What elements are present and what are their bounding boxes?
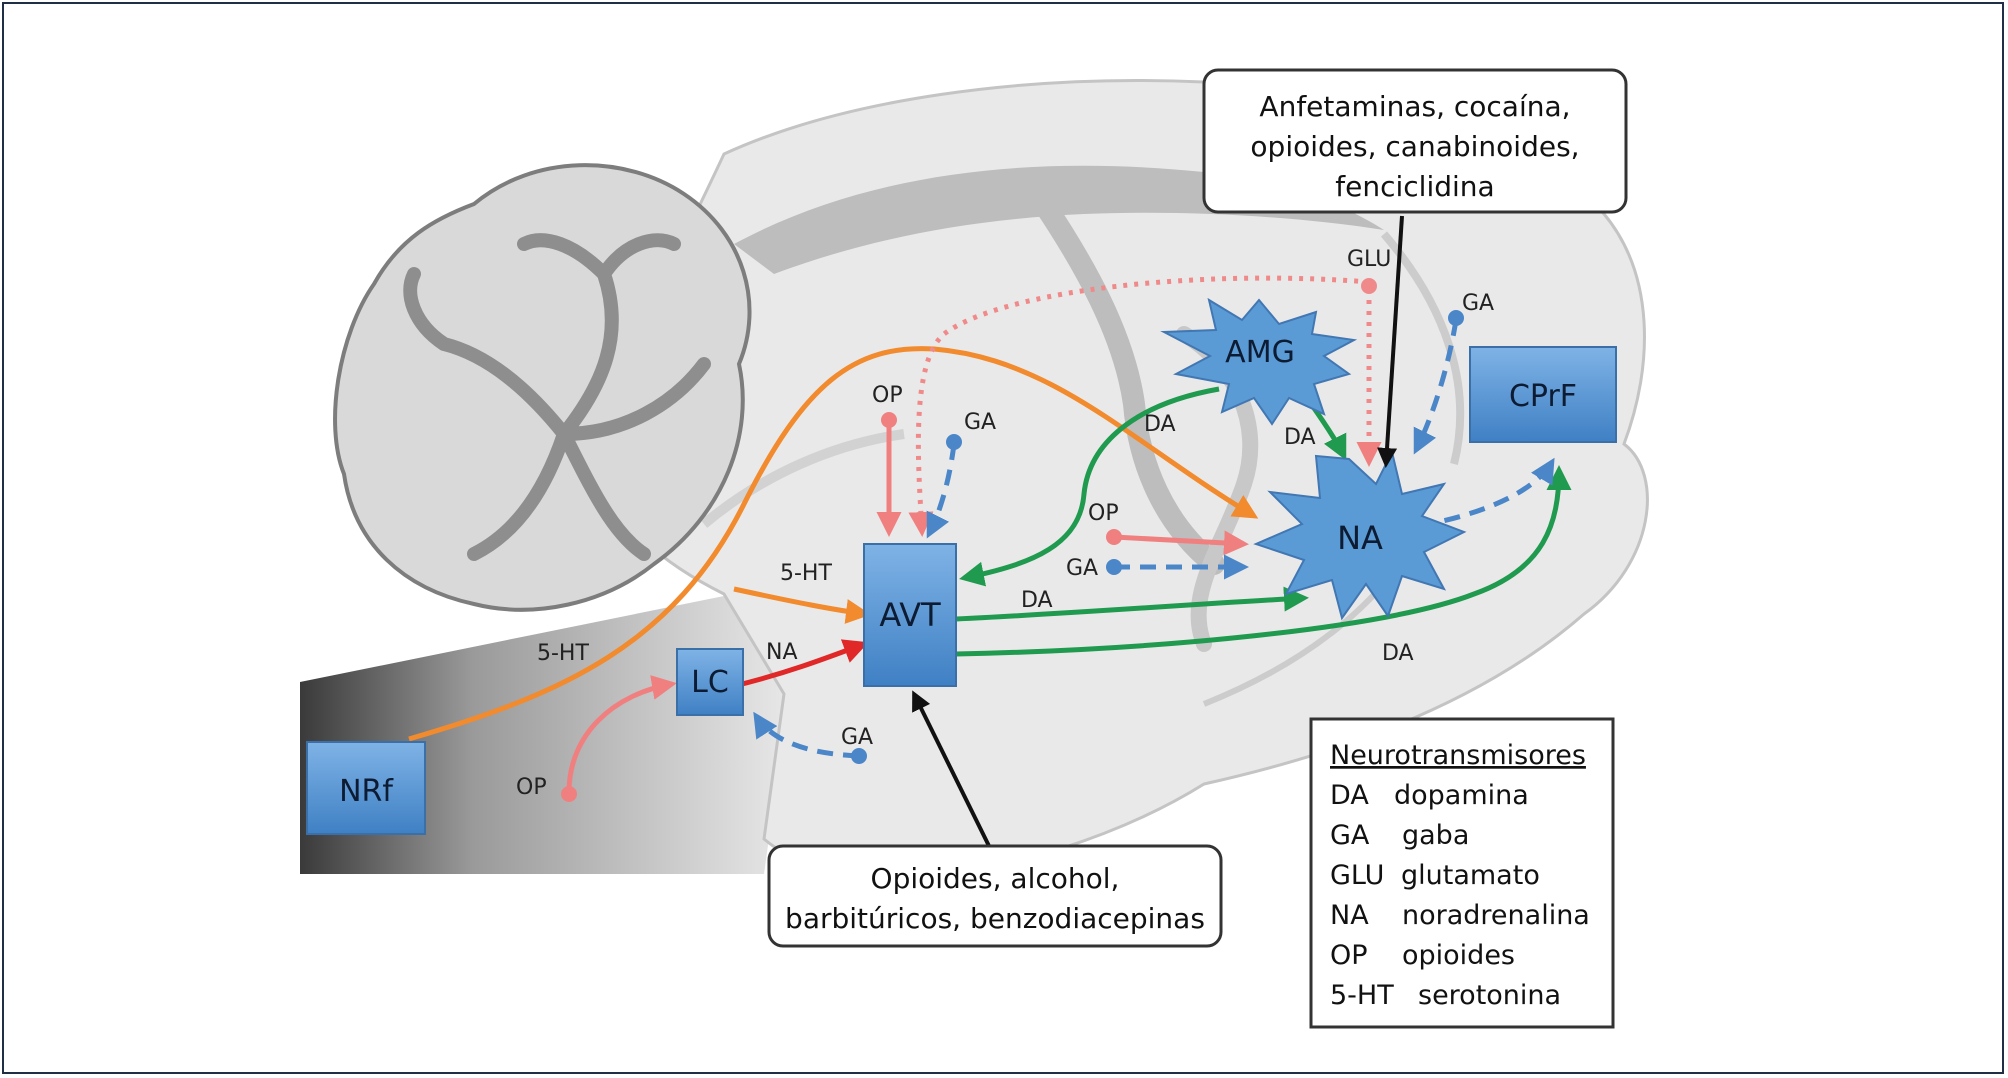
cprf-box	[1469, 346, 1617, 443]
brain-reward-circuit-diagram: AMG NA NRf LC AVT CPrF OP OP GA GA 5-HT …	[300, 68, 1649, 1029]
legend-abbr: OP	[1330, 940, 1368, 971]
legend-abbr: DA	[1330, 780, 1369, 811]
legend-name: opioides	[1402, 940, 1515, 971]
dopamine-avt-to-cprf	[955, 465, 1572, 657]
legend-abbr: GLU	[1330, 860, 1384, 891]
legend-abbr: GA	[1330, 820, 1370, 851]
label-ga-avt-top: GA	[964, 410, 996, 435]
amg-starburst	[1160, 297, 1358, 426]
callout-bottom-line-2: barbitúricos, benzodiacepinas	[785, 902, 1205, 935]
serotonin-path-to-avt	[733, 586, 871, 624]
gaba-origin-top-right	[1448, 310, 1464, 326]
legend-name: gaba	[1402, 820, 1469, 851]
gaba-origin-lc	[851, 748, 867, 764]
callout-bottom-pointer	[912, 690, 991, 847]
legend-name: glutamato	[1401, 860, 1540, 891]
label-da-amg-na: DA	[1284, 425, 1316, 450]
gaba-origin-avt	[946, 434, 962, 450]
midbrain-fold	[700, 429, 905, 528]
gaba-path-to-lc	[753, 711, 860, 759]
avt-label: AVT	[879, 596, 941, 634]
lc-box	[676, 648, 744, 716]
legend-abbr: 5-HT	[1330, 980, 1394, 1011]
gaba-origin-na	[1106, 559, 1122, 575]
label-da-amg-avt: DA	[1144, 412, 1176, 437]
avt-box	[863, 543, 957, 687]
na-label: NA	[1337, 519, 1383, 557]
legend-box	[1309, 717, 1615, 1029]
cprf-label: CPrF	[1509, 379, 1577, 414]
na-starburst	[1253, 449, 1467, 621]
callout-bottom-line-1: Opioides, alcohol,	[871, 862, 1120, 895]
legend-name: serotonina	[1418, 980, 1561, 1011]
opioid-origin-na	[1106, 529, 1122, 545]
callout-top-line-3: fenciclidina	[1335, 170, 1494, 203]
legend-name: noradrenalina	[1402, 900, 1590, 931]
label-op-left: OP	[516, 775, 547, 800]
lc-label: LC	[691, 665, 729, 700]
dopamine-avt-to-na	[955, 586, 1309, 622]
dopamine-amg-to-avt	[959, 386, 1220, 587]
gaba-path-top-right-to-na	[1413, 319, 1459, 455]
opioid-origin-avt	[881, 412, 897, 428]
glutamate-path-to-avt	[908, 275, 1370, 537]
noradrenaline-lc-to-avt	[733, 639, 869, 689]
cerebellum	[333, 163, 752, 612]
callout-top-line-1: Anfetaminas, cocaína,	[1259, 90, 1570, 123]
gaba-path-na-to-cprf	[1418, 457, 1555, 529]
label-ga-top-right: GA	[1462, 291, 1494, 316]
label-da-cprf: DA	[1382, 641, 1414, 666]
callout-top-pointer	[1377, 215, 1404, 468]
nrf-label: NRf	[339, 774, 394, 809]
legend-abbr: NA	[1330, 900, 1369, 931]
fornix	[1033, 193, 1225, 575]
label-op-avt-top: OP	[872, 383, 903, 408]
legend-title: Neurotransmisores	[1330, 740, 1586, 771]
label-ga-lc: GA	[841, 725, 873, 750]
label-glu: GLU	[1347, 247, 1391, 272]
label-5ht-upper: 5-HT	[780, 561, 832, 586]
label-op-na: OP	[1088, 501, 1119, 526]
label-ga-na: GA	[1066, 556, 1098, 581]
serotonin-path-to-na	[408, 346, 1259, 742]
callout-bottom-box	[767, 844, 1223, 948]
opioid-origin-left	[561, 786, 577, 802]
legend-name: dopamina	[1394, 780, 1529, 811]
opioid-path-to-lc	[566, 675, 677, 793]
callout-top-line-2: opioides, canabinoides,	[1250, 130, 1579, 163]
cerebellum-arbor-vitae	[403, 233, 711, 561]
gaba-path-to-avt	[926, 443, 957, 539]
label-da-avt-na: DA	[1021, 588, 1053, 613]
callout-top-box	[1202, 68, 1628, 214]
opioid-path-to-na	[1113, 530, 1249, 556]
label-5ht-lower: 5-HT	[537, 641, 589, 666]
nrf-box	[306, 741, 426, 835]
label-na-lc-avt: NA	[766, 640, 798, 665]
glutamate-origin	[1361, 278, 1377, 294]
legend: Neurotransmisores DA dopamina GA gaba GL…	[1309, 717, 1615, 1029]
amg-label: AMG	[1225, 335, 1295, 370]
